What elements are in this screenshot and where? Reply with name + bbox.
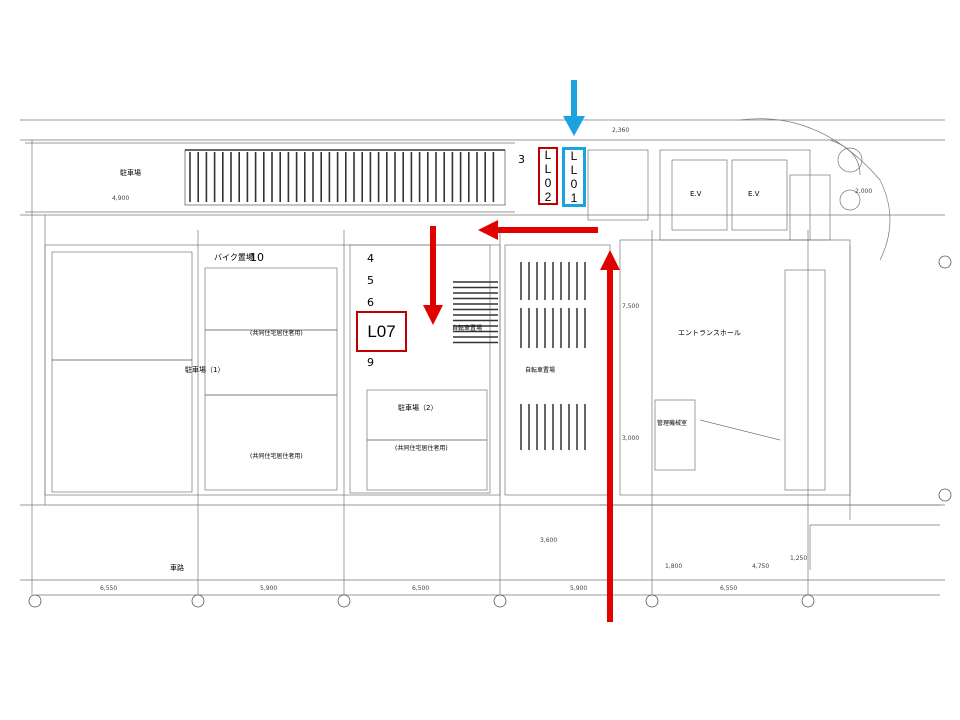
parking2-label: 駐車場（2） [398,403,437,412]
parking1-top-label: 駐車場 [120,168,141,177]
dim-2360: 2,360 [612,127,629,134]
entrance-label: エントランスホール [678,329,741,337]
dim-3600: 3,600 [540,537,557,544]
dim-1800: 1,800 [665,563,682,570]
bike-label: バイク置場 [214,252,254,262]
dim-2000: 2,000 [855,188,872,195]
dim-4750: 4,750 [752,563,769,570]
ll02-char-1: L [544,148,552,162]
dim-6550b: 6,550 [720,585,737,592]
common-use-label-2: (共同住宅居住者用) [250,452,303,460]
dim-6550a: 6,550 [100,585,117,592]
blue-arrow-head [563,116,585,136]
route-number-6: 6 [367,296,374,309]
dim-6500: 6,500 [412,585,429,592]
route-number-5: 5 [367,274,374,287]
route-number-4: 4 [367,252,374,265]
dim-7500: 7,500 [622,303,639,310]
arrow-left-head [478,220,498,240]
route-number-3: 3 [518,153,525,166]
bicycle1-label: 自転車置場 [452,324,482,332]
plan-linework [20,118,945,600]
route-number-9: 9 [367,356,374,369]
l07-box: L07 [356,311,407,352]
parking1-label: 駐車場（1） [185,365,224,374]
ll01-char-1: L [570,149,578,163]
l07-label: L07 [367,321,396,341]
ll02-text: L L 0 2 [540,148,556,204]
dim-3000: 3,000 [622,435,639,442]
dim-5900b: 5,900 [570,585,587,592]
grid-bubbles [28,255,952,608]
ll01-text: L L 0 1 [565,149,583,205]
roadway-label: 車路 [170,563,184,572]
ll01-box: L L 0 1 [562,147,586,207]
arrow-up-head [600,250,620,270]
ll01-char-3: 0 [570,177,578,191]
common-use-label-1: (共同住宅居住者用) [250,329,303,337]
ll01-char-2: L [570,163,578,177]
ev1-label: E.V [690,190,702,198]
ll02-char-3: 0 [544,176,552,190]
ev2-label: E.V [748,190,760,198]
dim-5900: 5,900 [260,585,277,592]
arrow-down-head [423,305,443,325]
dim-4900: 4,900 [112,195,129,202]
common-use-label-3: (共同住宅居住者用) [395,444,448,452]
mgmt-label: 管理機械室 [657,419,687,427]
ll02-char-2: L [544,162,552,176]
bicycle2-label: 自転車置場 [525,366,555,374]
blue-route [563,80,585,136]
top-stall-strip [189,152,495,202]
dim-1250: 1,250 [790,555,807,562]
parking-lines [52,329,487,441]
ll02-box: L L 0 2 [538,147,558,205]
bicycle-racks [453,262,586,450]
route-number-10: 10 [250,251,264,264]
red-route [423,220,620,622]
ll01-char-4: 1 [570,191,578,205]
ll02-char-4: 2 [544,190,552,204]
